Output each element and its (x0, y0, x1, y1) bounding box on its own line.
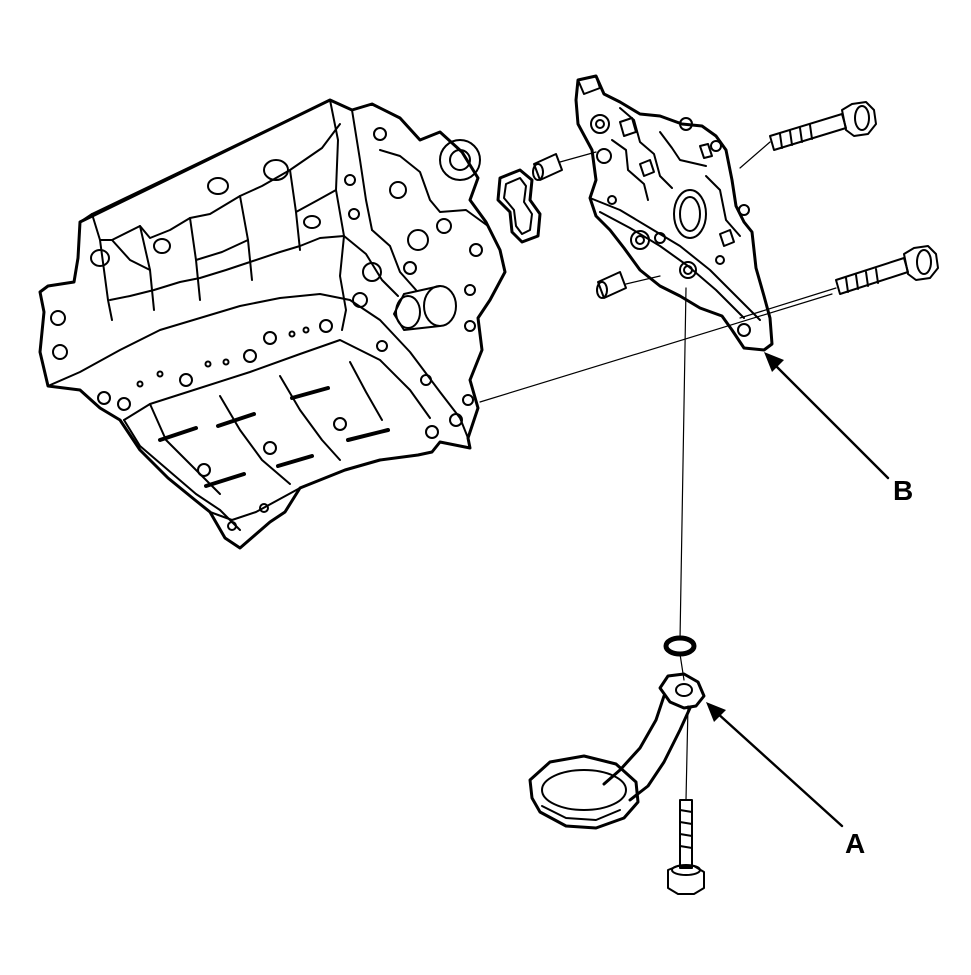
alignment-lines (479, 141, 837, 801)
leader-arrow-a (706, 702, 844, 828)
o-ring-gasket (496, 168, 542, 244)
strainer-bolt (667, 799, 705, 895)
callout-label-a: A (845, 828, 866, 859)
dowel-pin-upper (532, 153, 563, 181)
dowel-pin-lower (596, 271, 627, 299)
callout-label-b: B (893, 475, 914, 506)
leader-arrow-b (764, 352, 890, 480)
pump-bolt-upper (769, 101, 877, 151)
oil-pump-housing (574, 74, 774, 352)
oil-strainer (528, 672, 706, 830)
pump-bolt-lower (835, 245, 939, 295)
engine-block (38, 98, 507, 550)
